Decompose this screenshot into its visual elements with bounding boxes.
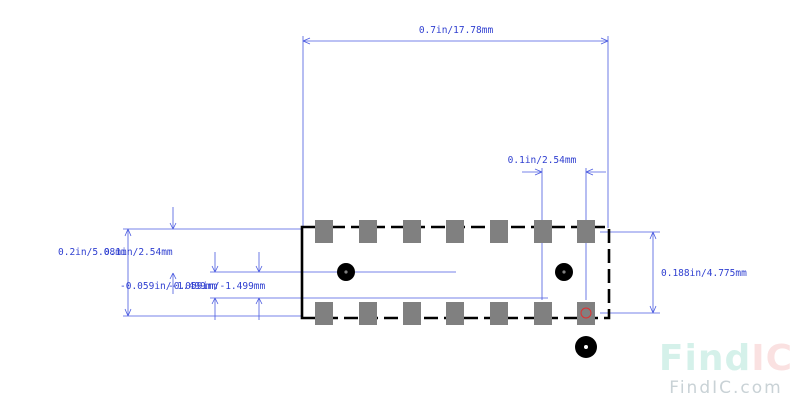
pad: [315, 220, 333, 243]
pad: [534, 302, 552, 325]
left-outer-label-a: 0.2in/5.08mm: [58, 247, 127, 258]
pin1-marker: [580, 307, 592, 319]
dim-body-height: 0.188in/4.775mm: [600, 231, 747, 314]
package-outline-left: [300, 225, 311, 320]
pad: [490, 220, 508, 243]
dim-pad-size: -0.059in/-1.499mm -0.059in/-1.499mm: [120, 252, 548, 320]
pad: [359, 302, 377, 325]
dim-overall-width: 0.7in/17.78mm: [302, 25, 609, 228]
pad: [490, 302, 508, 325]
pad: [359, 220, 377, 243]
dim-left-outer: 0.2in/5.08mm 0.1in/2.54mm: [58, 207, 303, 317]
pad: [446, 220, 464, 243]
pad: [403, 220, 421, 243]
body-height-label: 0.188in/4.775mm: [661, 268, 747, 279]
left-outer-label-b: 0.1in/2.54mm: [104, 247, 173, 258]
pad: [577, 220, 595, 243]
pad: [577, 302, 595, 325]
pad: [534, 220, 552, 243]
pad: [446, 302, 464, 325]
pad-size-label-a: -0.059in/-1.499mm: [120, 281, 218, 292]
pads-top-row: [315, 220, 595, 243]
pad: [315, 302, 333, 325]
pad-size-label-b: -0.059in/-1.499mm: [168, 281, 266, 292]
pitch-label: 0.1in/2.54mm: [508, 155, 577, 166]
pads-bottom-row: [315, 302, 595, 325]
pad: [403, 302, 421, 325]
overall-width-label: 0.7in/17.78mm: [419, 25, 494, 36]
